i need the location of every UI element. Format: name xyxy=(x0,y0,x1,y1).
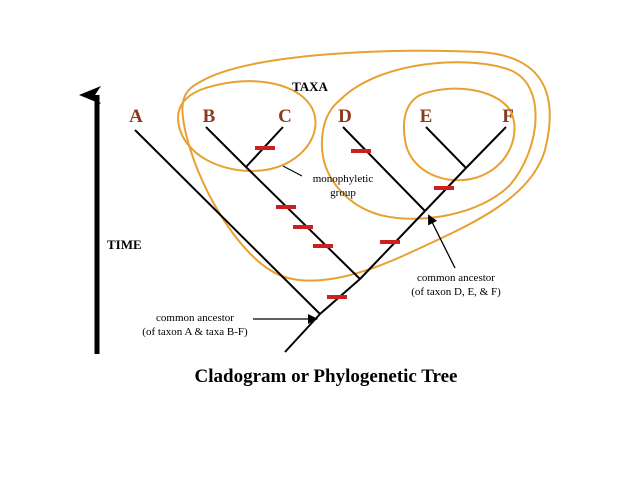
ancestor-def-label: common ancestor (of taxon D, E, & F) xyxy=(411,272,501,298)
branch-d-f-stem xyxy=(359,210,426,280)
ancestor-def-line-2: (of taxon D, E, & F) xyxy=(411,286,501,298)
monophyletic-group-label: monophyletic group xyxy=(313,173,374,199)
taxon-label-c: C xyxy=(278,106,292,127)
branch-d xyxy=(342,126,426,212)
tree-branches xyxy=(134,126,507,353)
diagram-title: Cladogram or Phylogenetic Tree xyxy=(195,366,458,387)
taxon-label-d: D xyxy=(338,106,352,127)
taxon-label-f: F xyxy=(502,106,514,127)
branch-f xyxy=(465,126,507,169)
ancestor-abf-line-2: (of taxon A & taxa B-F) xyxy=(142,326,248,338)
taxon-label-e: E xyxy=(420,106,433,127)
branch-e xyxy=(425,126,467,169)
branch-b-c-stem xyxy=(245,166,361,280)
taxon-labels: A B C D E F xyxy=(129,106,514,127)
branch-a xyxy=(134,129,321,315)
ancestor-def-line-1: common ancestor xyxy=(417,272,495,284)
trait-marks xyxy=(255,146,454,299)
branch-b xyxy=(205,126,247,168)
group-enclosures xyxy=(177,49,551,282)
enclosure-d-f xyxy=(320,61,537,220)
ancestor-abf-line-1: common ancestor xyxy=(156,312,234,324)
enclosure-e-f xyxy=(402,87,516,182)
taxon-label-a: A xyxy=(129,106,143,127)
pointer-monophyletic xyxy=(282,165,303,177)
monophyletic-label-line-1: monophyletic xyxy=(313,173,374,185)
monophyletic-label-line-2: group xyxy=(330,187,356,199)
pointer-ancestor-def xyxy=(428,214,456,269)
enclosure-b-f xyxy=(181,49,551,282)
time-label: TIME xyxy=(107,237,142,252)
ancestor-abf-label: common ancestor (of taxon A & taxa B-F) xyxy=(142,312,248,338)
taxon-label-b: B xyxy=(203,106,216,127)
taxa-heading: TAXA xyxy=(292,79,328,94)
branch-root xyxy=(284,313,321,353)
enclosure-b-c xyxy=(177,80,317,172)
